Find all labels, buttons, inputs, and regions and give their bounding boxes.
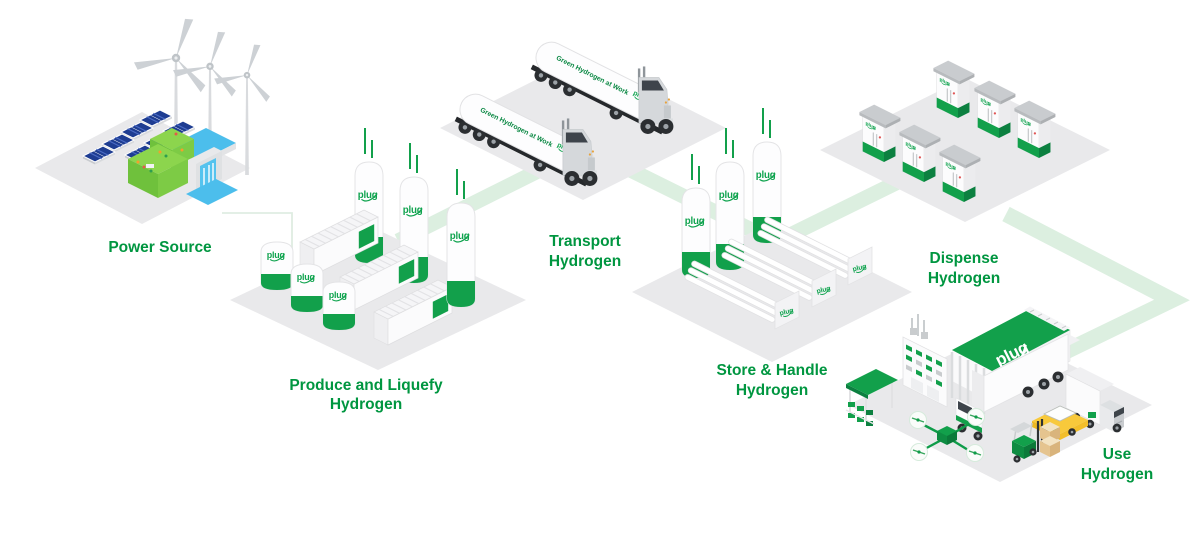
station-store	[681, 108, 872, 329]
warehouse-annex	[902, 314, 948, 408]
canopy-icon	[845, 369, 898, 426]
hydro-dam-icon	[128, 128, 238, 205]
cargo-box-icon	[1040, 422, 1060, 457]
storage-tank-icon	[290, 263, 324, 313]
plug-logo-icon	[755, 169, 777, 182]
storage-tank-icon	[681, 154, 711, 279]
plug-logo-icon	[449, 230, 471, 243]
plug-logo-icon	[684, 215, 706, 228]
label-transport-line2: Hydrogen	[549, 253, 621, 270]
plug-logo-icon	[718, 189, 740, 202]
station-produce	[260, 128, 476, 346]
storage-tank-icon	[446, 169, 476, 308]
station-power-source	[82, 16, 271, 205]
forklift-icon	[1010, 419, 1060, 463]
plug-logo-icon	[296, 271, 316, 284]
storage-tank-icon	[322, 281, 356, 331]
label-use-line1: Use	[1103, 446, 1132, 463]
connector-dispense-to-use	[1002, 206, 1190, 368]
label-produce-line1: Produce and Liquefy	[289, 377, 443, 394]
label-produce-line2: Hydrogen	[330, 396, 402, 413]
label-store-line1: Store & Handle	[716, 362, 827, 379]
label-use-line2: Hydrogen	[1081, 466, 1153, 483]
label-store-line2: Hydrogen	[736, 382, 808, 399]
semi-truck-icon	[955, 333, 1080, 441]
storage-tank-icon	[260, 241, 294, 291]
label-dispense-line2: Hydrogen	[928, 270, 1000, 287]
plug-logo-icon	[328, 289, 348, 302]
label-dispense-line1: Dispense	[930, 250, 999, 267]
connector-store-to-dispense	[776, 173, 906, 247]
station-use	[845, 306, 1124, 463]
plug-logo-icon	[357, 189, 379, 202]
label-transport-line1: Transport	[549, 233, 620, 250]
plug-logo-icon	[402, 204, 424, 217]
label-power-source: Power Source	[108, 239, 212, 256]
drone-icon	[909, 408, 985, 462]
plug-logo-icon	[266, 249, 286, 262]
station-labels: Power Source Produce and Liquefy Hydroge…	[108, 233, 1153, 483]
